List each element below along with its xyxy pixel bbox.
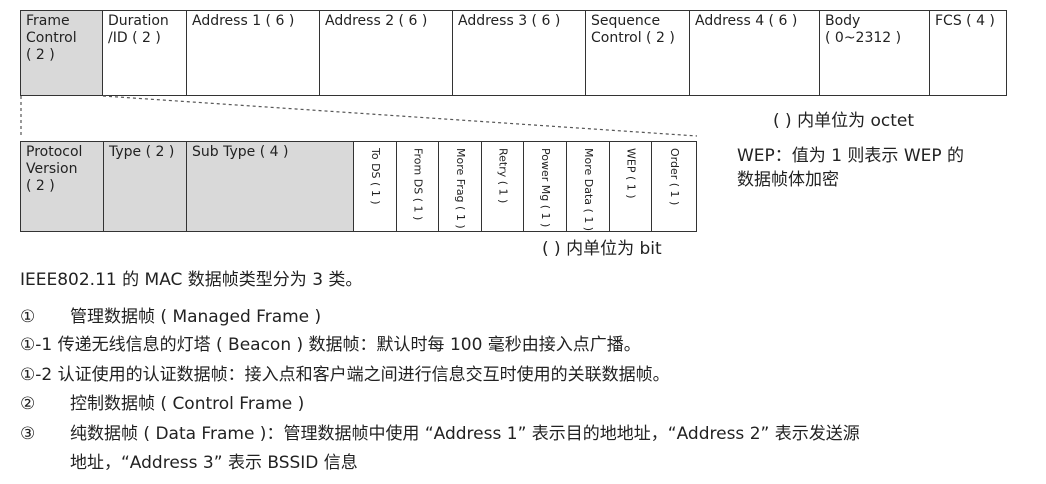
bit-unit-note: ( ) 内单位为 bit bbox=[542, 239, 662, 259]
field-sequence-control: Sequence Control ( 2 ) bbox=[585, 10, 690, 96]
fc-bit-order: Order ( 1 ) bbox=[651, 141, 697, 232]
fc-bit-label: From DS ( 1 ) bbox=[411, 148, 425, 221]
field-body: Body ( 0~2312 ) bbox=[819, 10, 930, 96]
list-item-text: 管理数据帧 ( Managed Frame ) bbox=[70, 307, 322, 327]
list-item-text: ①-2 认证使用的认证数据帧：接入点和客户端之间进行信息交互时使用的关联数据帧。 bbox=[20, 365, 670, 385]
wep-note-line-2: 数据帧体加密 bbox=[737, 170, 839, 190]
fc-protocol-version: Protocol Version ( 2 ) bbox=[20, 141, 104, 232]
wep-note-line-1: WEP：值为 1 则表示 WEP 的 bbox=[737, 146, 965, 166]
intro-text: IEEE802.11 的 MAC 数据帧类型分为 3 类。 bbox=[20, 270, 363, 290]
fc-type: Type ( 2 ) bbox=[103, 141, 187, 232]
list-item-continuation: 地址，“Address 3” 表示 BSSID 信息 bbox=[20, 451, 358, 475]
list-marker: ② bbox=[20, 394, 36, 414]
list-marker: ① bbox=[20, 307, 36, 327]
list-item-text: 控制数据帧 ( Control Frame ) bbox=[70, 394, 305, 414]
fc-subtype: Sub Type ( 4 ) bbox=[186, 141, 354, 232]
fc-bit-label: To DS ( 1 ) bbox=[369, 148, 382, 205]
fc-bit-wep: WEP ( 1 ) bbox=[609, 141, 652, 232]
list-item-text: 纯数据帧 ( Data Frame )：管理数据帧中使用 “Address 1”… bbox=[70, 424, 860, 444]
field-address-1: Address 1 ( 6 ) bbox=[186, 10, 320, 96]
list-item-text: ①-1 传递无线信息的灯塔 ( Beacon ) 数据帧：默认时每 100 毫秒… bbox=[20, 335, 641, 355]
list-item: ①-2 认证使用的认证数据帧：接入点和客户端之间进行信息交互时使用的关联数据帧。 bbox=[20, 363, 670, 387]
list-item: ③ 纯数据帧 ( Data Frame )：管理数据帧中使用 “Address 1… bbox=[20, 422, 860, 446]
fc-bit-from-ds: From DS ( 1 ) bbox=[396, 141, 439, 232]
list-item: ①-1 传递无线信息的灯塔 ( Beacon ) 数据帧：默认时每 100 毫秒… bbox=[20, 333, 641, 357]
list-marker: ③ bbox=[20, 424, 36, 444]
fc-bit-label: More Data ( 1 ) bbox=[582, 148, 595, 232]
field-fcs: FCS ( 4 ) bbox=[929, 10, 1007, 96]
fc-bit-label: Retry ( 1 ) bbox=[496, 148, 510, 204]
fc-bit-label: Order ( 1 ) bbox=[668, 148, 681, 206]
field-address-3: Address 3 ( 6 ) bbox=[452, 10, 586, 96]
fc-bit-retry: Retry ( 1 ) bbox=[481, 141, 524, 232]
list-item-text: 地址，“Address 3” 表示 BSSID 信息 bbox=[70, 453, 358, 473]
field-frame-control: Frame Control ( 2 ) bbox=[20, 10, 103, 96]
list-item: ② 控制数据帧 ( Control Frame ) bbox=[20, 392, 304, 416]
list-item: ① 管理数据帧 ( Managed Frame ) bbox=[20, 305, 321, 329]
fc-bit-more-frag: More Frag ( 1 ) bbox=[438, 141, 482, 232]
fc-bit-power-mgmt: Power Mg ( 1 ) bbox=[523, 141, 567, 232]
fc-bit-to-ds: To DS ( 1 ) bbox=[353, 141, 397, 232]
fc-bit-label: WEP ( 1 ) bbox=[624, 148, 638, 199]
fc-bit-label: Power Mg ( 1 ) bbox=[539, 148, 552, 228]
field-address-4: Address 4 ( 6 ) bbox=[689, 10, 820, 96]
field-address-2: Address 2 ( 6 ) bbox=[319, 10, 453, 96]
fc-bit-more-data: More Data ( 1 ) bbox=[566, 141, 610, 232]
octet-unit-note: ( ) 内单位为 octet bbox=[773, 111, 915, 131]
field-duration-id: Duration /ID ( 2 ) bbox=[102, 10, 187, 96]
fc-bit-label: More Frag ( 1 ) bbox=[454, 148, 467, 229]
